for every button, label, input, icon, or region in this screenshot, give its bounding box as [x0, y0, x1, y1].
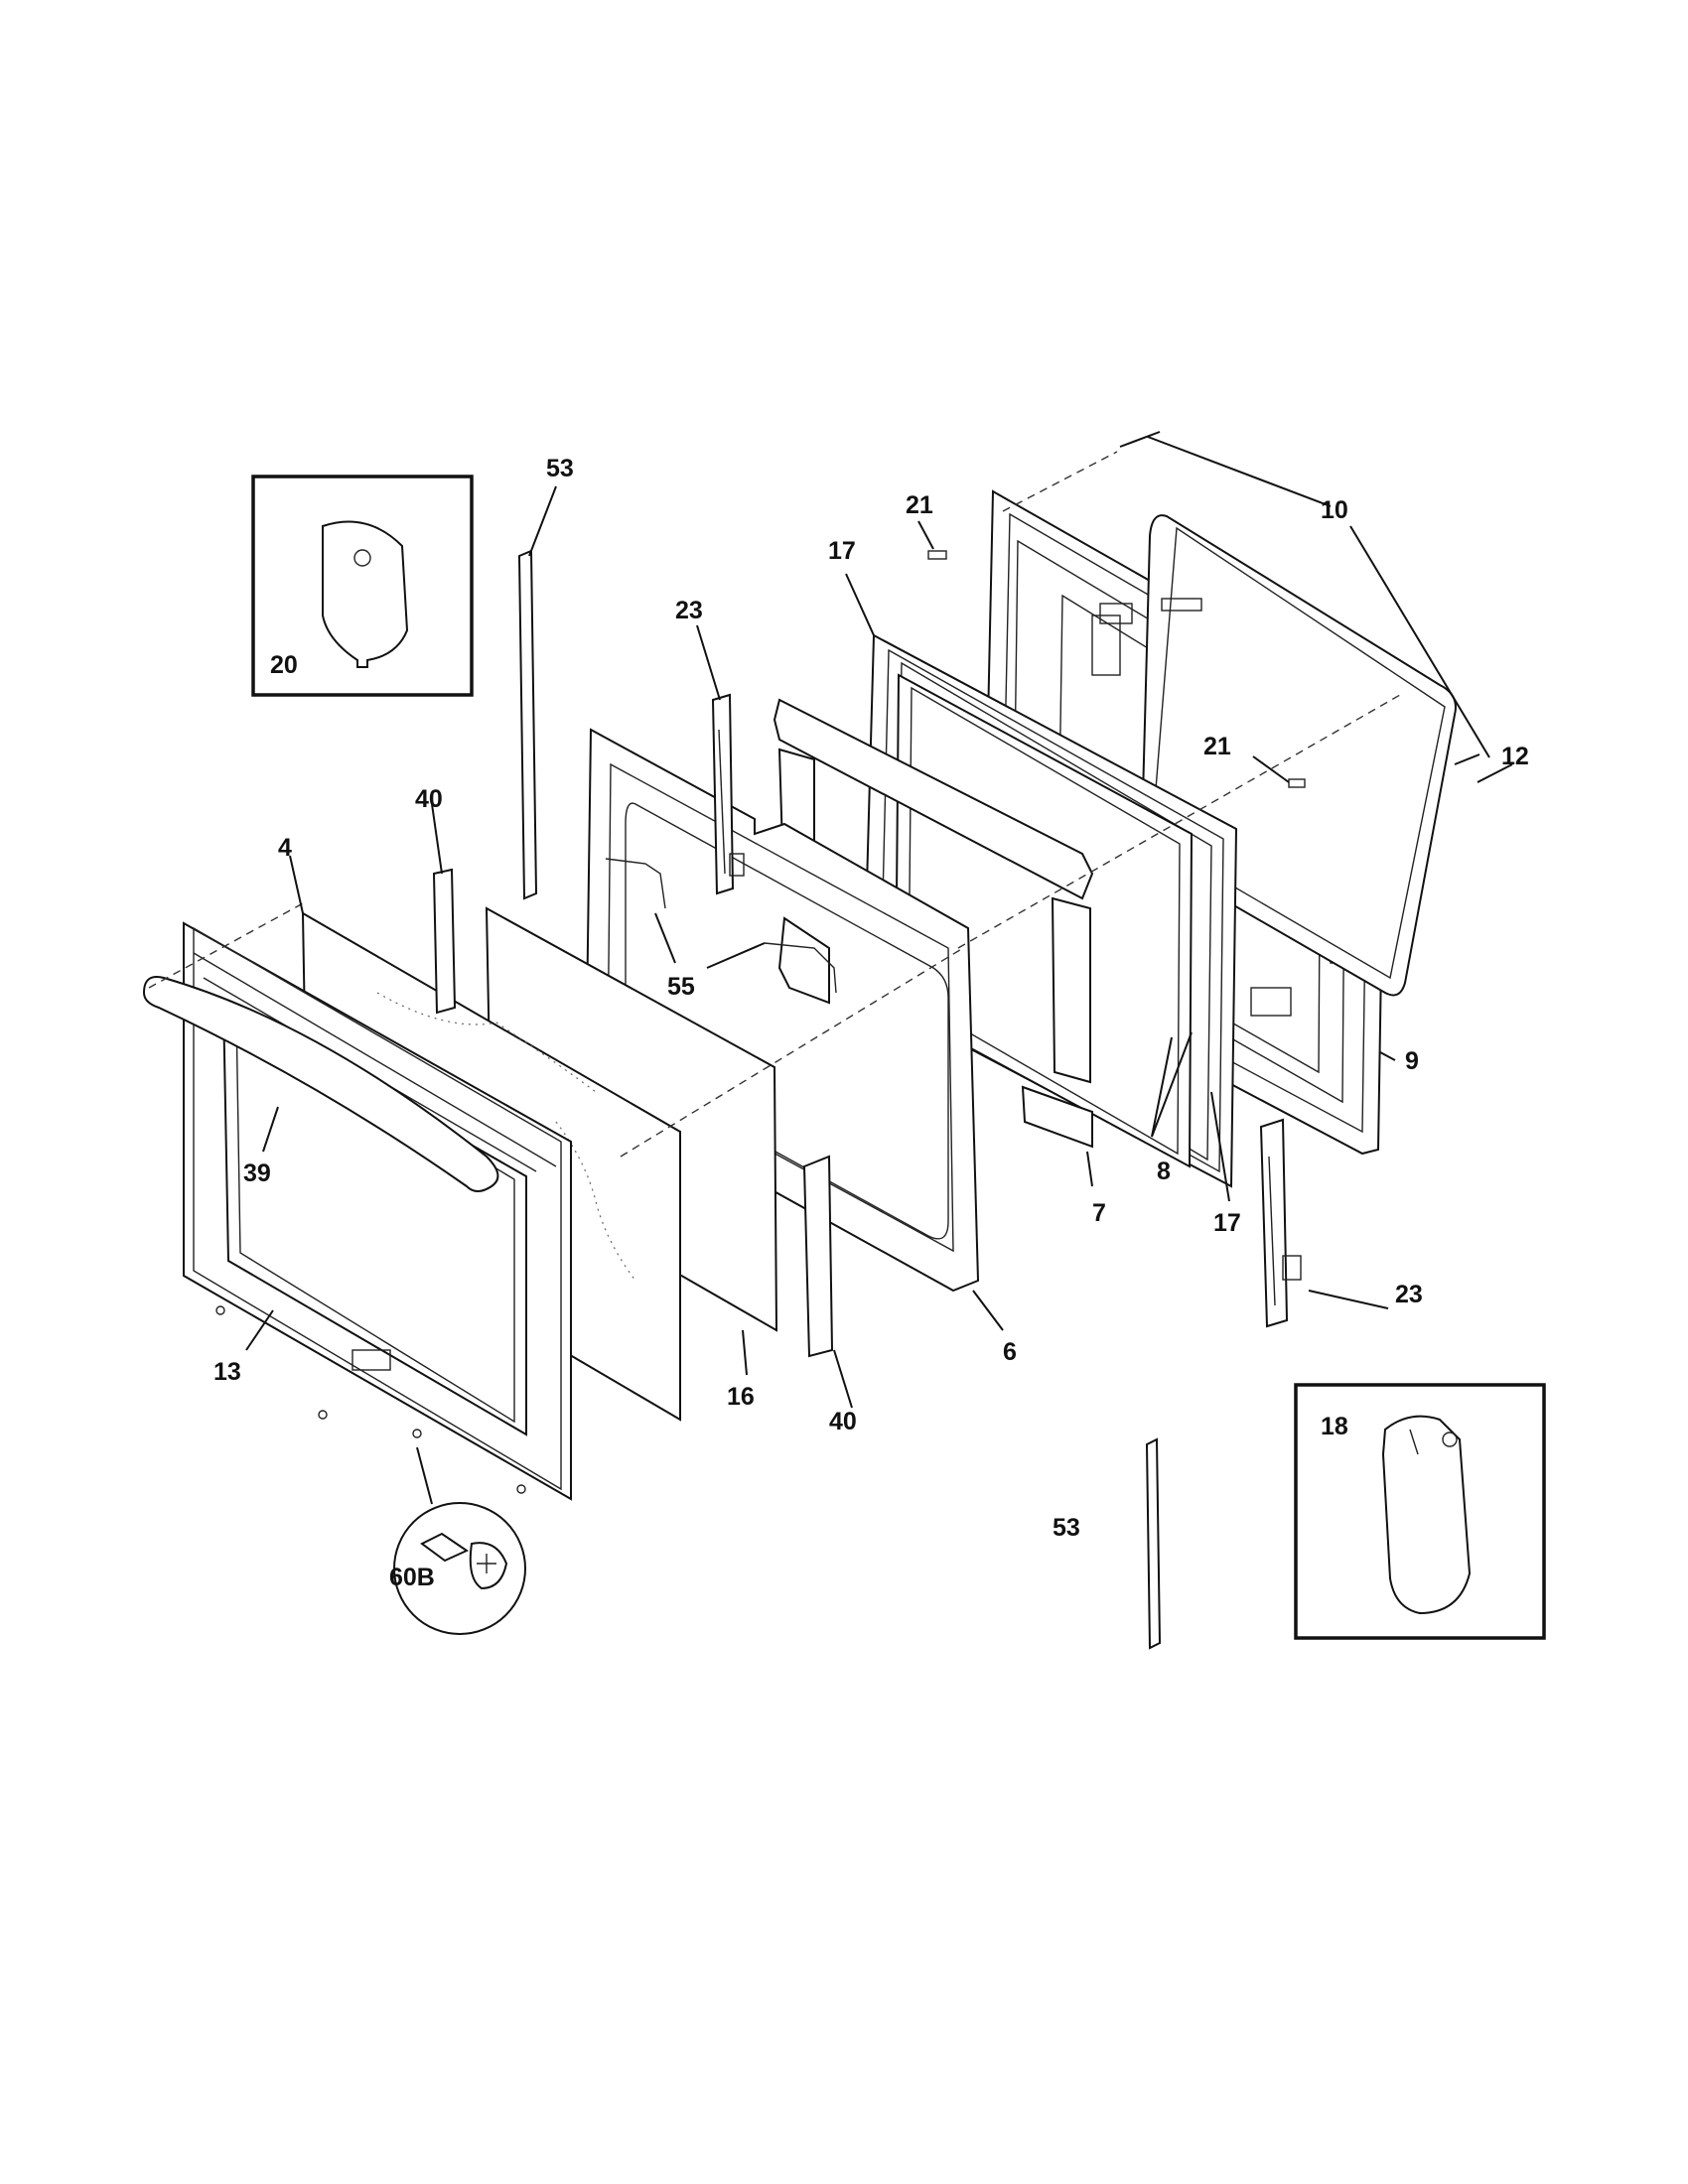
- part-10-screws: [1119, 431, 1513, 783]
- part-23-hinge-right: [1259, 1118, 1302, 1328]
- part-40-bracket-lower: [802, 1155, 834, 1358]
- part-53-trim-lower: [1145, 1437, 1162, 1650]
- callout-17-lower: 17: [1213, 1209, 1241, 1237]
- callout-16: 16: [727, 1383, 755, 1411]
- callout-21-lower: 21: [1203, 733, 1231, 760]
- part-21-clips: [927, 550, 1306, 788]
- callout-53-upper: 53: [546, 455, 574, 482]
- callout-7: 7: [1092, 1199, 1106, 1227]
- callout-55: 55: [667, 973, 695, 1001]
- callout-9: 9: [1405, 1047, 1419, 1075]
- part-6-inner-panel: [584, 728, 980, 1293]
- leader-lines: [245, 436, 1490, 1409]
- assembly-guide-lines: [148, 451, 1401, 1158]
- part-39-handle: [142, 976, 499, 1192]
- inset-60b-screw-detail: [393, 1446, 526, 1635]
- callout-4: 4: [278, 834, 292, 862]
- callout-20: 20: [270, 651, 298, 679]
- part-23-hinge-left: [711, 693, 745, 895]
- callout-40-lower: 40: [829, 1408, 857, 1435]
- callout-39: 39: [243, 1160, 271, 1187]
- inset-20: [251, 475, 474, 697]
- callout-18: 18: [1321, 1413, 1348, 1440]
- door-screws: [215, 1305, 526, 1494]
- callout-13: 13: [213, 1358, 241, 1386]
- inset-18: [1294, 1383, 1546, 1640]
- callout-60b: 60B: [389, 1564, 435, 1591]
- callout-6: 6: [1003, 1338, 1017, 1366]
- callout-21-upper: 21: [906, 491, 933, 519]
- callout-23-lower: 23: [1395, 1281, 1423, 1308]
- callout-10: 10: [1321, 496, 1348, 524]
- callout-23-upper: 23: [675, 597, 703, 624]
- callout-12: 12: [1501, 743, 1529, 770]
- callout-40-upper: 40: [415, 785, 443, 813]
- part-55-brackets: [605, 858, 837, 994]
- part-40-bracket-upper: [432, 868, 457, 1015]
- part-53-trim-upper: [517, 549, 538, 900]
- callout-8: 8: [1157, 1158, 1171, 1185]
- callout-17-upper: 17: [828, 537, 856, 565]
- callout-53-lower: 53: [1053, 1514, 1080, 1542]
